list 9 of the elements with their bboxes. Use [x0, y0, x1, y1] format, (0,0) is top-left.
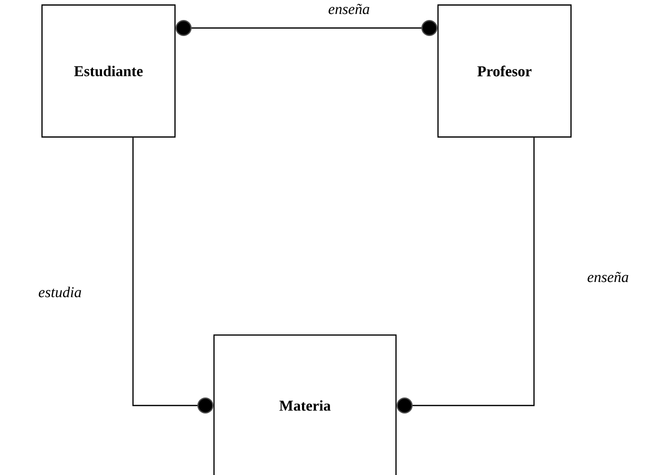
connector-line — [176, 20, 438, 36]
edge-label: enseña — [586, 270, 630, 284]
connector-line — [132, 138, 214, 414]
entity-box: Profesor — [437, 4, 572, 138]
entity-box: Estudiante — [41, 4, 176, 138]
edge-label: estudia — [37, 286, 83, 298]
entity-box: Materia — [213, 334, 397, 475]
edge-label: enseña — [327, 2, 371, 16]
connector-line — [396, 138, 535, 414]
